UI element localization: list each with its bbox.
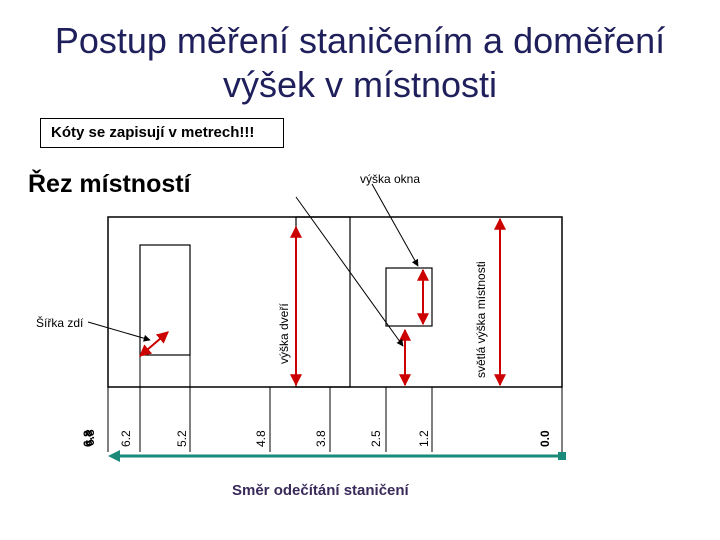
- wall-width-label: Šířka zdí: [36, 316, 84, 330]
- window-label-pointer-2: [371, 183, 419, 267]
- station-label-4-8: 4.8: [254, 430, 268, 447]
- station-label-6-2: 6.2: [119, 430, 133, 447]
- section-heading: Řez místností: [28, 170, 191, 198]
- wall-label-pointer: [87, 321, 151, 342]
- station-label-2-5: 2.5: [369, 430, 383, 447]
- station-label-1-2: 1.2: [417, 430, 431, 447]
- note-box: Kóty se zapisují v metrech!!!: [40, 118, 284, 148]
- room-outline: [107, 216, 563, 388]
- station-label-3-8: 3.8: [314, 430, 328, 447]
- door-outline: [139, 244, 191, 356]
- wall-width-arrow: [139, 331, 169, 357]
- station-label-6-8: 6.8: [83, 429, 97, 446]
- window-height-label: výška okna: [360, 172, 421, 186]
- station-axis-arrowhead: [108, 450, 120, 462]
- station-label-0-0: 0.0: [538, 430, 552, 447]
- title-line-2: výšek v místnosti: [222, 64, 498, 105]
- window-label-pointer-1: [295, 196, 404, 347]
- direction-label: Směr odečítání staničení: [232, 482, 409, 499]
- station-label-5-2: 5.2: [175, 430, 189, 447]
- station-axis-end: [558, 452, 566, 460]
- window-outline: [385, 267, 433, 327]
- title-line-1: Postup měření staničením a doměření: [54, 20, 666, 61]
- wall-column: [295, 216, 351, 388]
